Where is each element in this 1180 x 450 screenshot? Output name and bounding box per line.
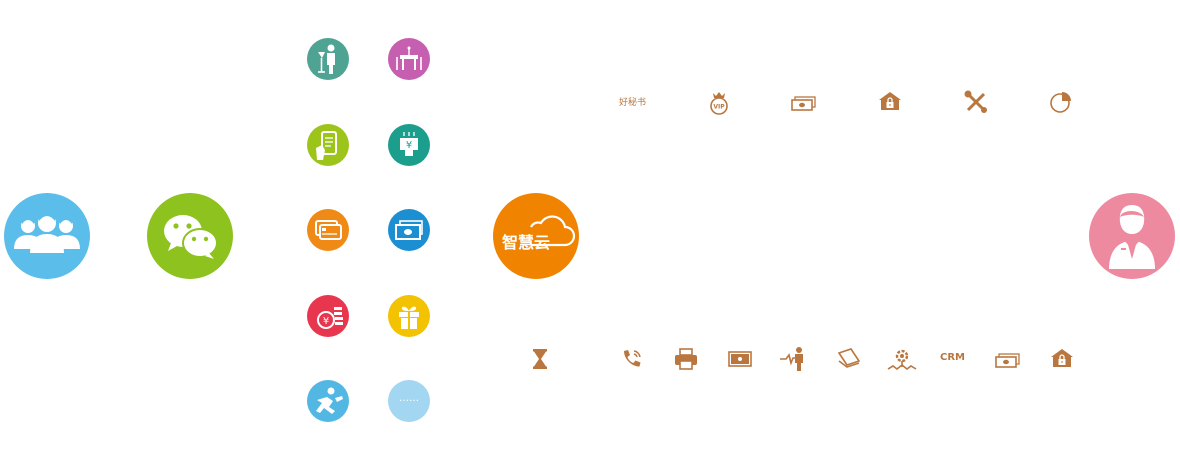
female-staff-icon bbox=[1109, 205, 1155, 269]
wechat-icon bbox=[164, 215, 218, 259]
locked-store-icon bbox=[1048, 345, 1076, 373]
service-mobile-order bbox=[307, 124, 349, 166]
hub-label: 智慧云 bbox=[501, 233, 550, 252]
scanner-icon bbox=[835, 345, 863, 373]
haomishu-label: 好秘书 bbox=[619, 98, 647, 108]
printer-icon bbox=[672, 345, 700, 373]
service-points: ¥ bbox=[307, 295, 349, 337]
svg-text:VIP: VIP bbox=[713, 104, 725, 111]
service-more: …… bbox=[388, 380, 430, 422]
crm-label-icon: CRM bbox=[940, 345, 970, 373]
service-table-booking bbox=[388, 38, 430, 80]
gift-icon bbox=[399, 306, 419, 329]
more-label: …… bbox=[399, 393, 419, 404]
staff-node bbox=[1089, 193, 1175, 279]
service-membership-card bbox=[307, 209, 349, 251]
banknotes-icon bbox=[395, 220, 423, 240]
customers-group-icon bbox=[14, 212, 80, 253]
zhihuiyun-hub-node: 智慧云 bbox=[493, 193, 579, 279]
hand-phone-icon bbox=[316, 131, 337, 160]
svg-text:¥: ¥ bbox=[406, 140, 412, 151]
service-payment: ¥ bbox=[388, 124, 430, 166]
tools-icon bbox=[962, 88, 990, 116]
customers-group-node bbox=[4, 193, 90, 279]
gear-person-icon bbox=[886, 345, 918, 373]
crm-label: CRM bbox=[940, 352, 965, 363]
cards-icon bbox=[315, 220, 342, 240]
service-gift bbox=[388, 295, 430, 337]
svg-text:¥: ¥ bbox=[323, 316, 329, 327]
locked-store-icon bbox=[876, 88, 904, 116]
service-delivery bbox=[307, 380, 349, 422]
waiter-icon bbox=[778, 345, 810, 373]
service-dine-in bbox=[307, 38, 349, 80]
hourglass-icon bbox=[526, 345, 554, 373]
yen-payment-icon: ¥ bbox=[400, 132, 418, 156]
phone-call-icon bbox=[618, 345, 646, 373]
wechat-node bbox=[147, 193, 233, 279]
haomishu-logo: 好秘书 bbox=[619, 88, 649, 116]
cash-icon bbox=[790, 88, 818, 116]
pos-terminal-icon bbox=[726, 345, 754, 373]
runner-icon bbox=[316, 387, 343, 414]
yen-coins-icon: ¥ bbox=[317, 307, 343, 329]
cloud-icon bbox=[530, 215, 576, 247]
vip-crown-icon: VIP bbox=[705, 88, 733, 116]
waiter-standing-icon bbox=[318, 44, 335, 74]
service-cash bbox=[388, 209, 430, 251]
dining-table-icon bbox=[396, 46, 422, 70]
pie-chart-icon bbox=[1047, 88, 1075, 116]
cash-icon bbox=[994, 345, 1022, 373]
